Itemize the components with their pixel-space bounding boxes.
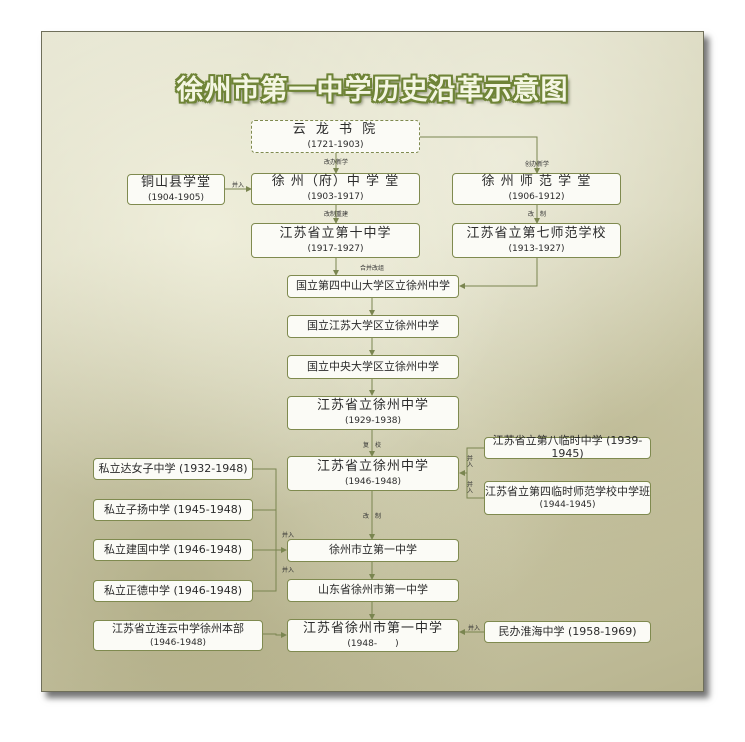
node-8th-temporary-middle: 江苏省立第八临时中学 (1939-1945) — [484, 434, 651, 460]
edge-label-chuangban: 创办新学 — [524, 161, 550, 168]
node-jiangsu-univ-school: 国立江苏大学区立徐州中学 — [287, 315, 459, 338]
node-lianyun-xuzhou-branch: 江苏省立连云中学徐州本部 (1946-1948) — [93, 620, 263, 651]
node-private-jianguo: 私立建国中学 (1946-1948) — [93, 539, 253, 561]
node-jiangsu-10th-middle: 江苏省立第十中学 (1917-1927) — [251, 223, 420, 258]
node-name: 江苏省徐州市第一中学 — [302, 620, 443, 636]
node-xuzhou-fu-school: 徐 州（府）中 学 堂 (1903-1917) — [251, 173, 420, 205]
node-years: (1946-1948) — [149, 637, 207, 648]
node-yunlong-academy: 云 龙 书 院 (1721-1903) — [251, 120, 420, 153]
edge-label-gaizhi-chongjian: 改制重建 — [323, 211, 349, 218]
node-name: 徐 州（府）中 学 堂 — [271, 174, 400, 190]
node-years: (1948- ) — [347, 638, 399, 649]
node-central-univ-school: 国立中央大学区立徐州中学 — [287, 355, 459, 379]
edge-label-bingru-huaihai: 并入 — [467, 625, 481, 632]
node-4th-temporary-normal: 江苏省立第四临时师范学校中学班 (1944-1945) — [484, 481, 651, 515]
node-tongshan-school: 铜山县学堂 (1904-1905) — [127, 174, 225, 205]
node-name: 国立江苏大学区立徐州中学 — [307, 319, 439, 333]
node-name: 徐州市立第一中学 — [329, 543, 417, 557]
node-minban-huaihai: 民办淮海中学 (1958-1969) — [484, 621, 651, 643]
node-name: 私立建国中学 (1946-1948) — [103, 542, 243, 556]
edge-label-bingru-private2: 并入 — [281, 567, 295, 574]
node-zhongshan-4th-univ-school: 国立第四中山大学区立徐州中学 — [287, 275, 459, 298]
edge-label-hebing: 合并改组 — [359, 265, 385, 272]
node-name: 民办淮海中学 (1958-1969) — [498, 624, 637, 638]
node-xuzhou-normal-school: 徐 州 师 范 学 堂 (1906-1912) — [452, 173, 621, 205]
node-name: 私立达女子中学 (1932-1948) — [98, 461, 248, 475]
node-jiangsu-7th-normal: 江苏省立第七师范学校 (1913-1927) — [452, 223, 621, 258]
node-years: (1906-1912) — [508, 192, 565, 203]
edge-label-gaiban: 改办新学 — [323, 159, 349, 166]
node-xuzhou-municipal-no1: 徐州市立第一中学 — [287, 539, 459, 562]
node-private-dada: 私立达女子中学 (1932-1948) — [93, 458, 253, 480]
node-jiangsu-xuzhou-1929: 江苏省立徐州中学 (1929-1938) — [287, 396, 459, 430]
connector-lines — [225, 136, 540, 638]
node-jiangsu-xuzhou-no1-final: 江苏省徐州市第一中学 (1948- ) — [287, 619, 459, 652]
node-name: 江苏省立第四临时师范学校中学班 — [485, 484, 650, 498]
node-years: (1913-1927) — [508, 243, 565, 254]
node-name: 江苏省立徐州中学 — [316, 458, 429, 474]
node-name: 徐 州 师 范 学 堂 — [481, 174, 592, 190]
node-name: 江苏省立连云中学徐州本部 — [112, 622, 244, 635]
node-name: 江苏省立第七师范学校 — [466, 225, 607, 241]
node-name: 江苏省立徐州中学 — [316, 398, 429, 414]
node-name: 铜山县学堂 — [140, 174, 211, 190]
node-years: (1903-1917) — [307, 192, 364, 203]
edge-label-gaizhi: 改 制 — [527, 211, 547, 218]
node-years: (1904-1905) — [147, 192, 205, 203]
node-name: 江苏省立第八临时中学 (1939-1945) — [492, 434, 643, 460]
chart-frame: 徐州市第一中学历史沿革示意图 — [41, 31, 704, 692]
node-private-ziyang: 私立子扬中学 (1945-1948) — [93, 499, 253, 521]
edge-label-bingru-private1: 并入 — [281, 532, 295, 539]
edge-label-bingru-lin8: 并入 — [465, 455, 473, 467]
node-name: 云 龙 书 院 — [292, 121, 379, 137]
edge-label-bingru-lin4: 并入 — [465, 481, 473, 493]
node-years: (1944-1945) — [539, 500, 596, 511]
edge-label-gaizhi2: 改 制 — [362, 513, 382, 520]
node-years: (1721-1903) — [307, 139, 364, 150]
node-years: (1946-1948) — [344, 476, 402, 487]
node-name: 私立子扬中学 (1945-1948) — [103, 502, 243, 516]
node-jiangsu-xuzhou-1946: 江苏省立徐州中学 (1946-1948) — [287, 456, 459, 491]
edge-label-bingru-tongshan: 并入 — [231, 182, 245, 189]
node-shandong-xuzhou-no1: 山东省徐州市第一中学 — [287, 579, 459, 602]
node-name: 私立正德中学 (1946-1948) — [103, 583, 243, 597]
node-years: (1929-1938) — [344, 416, 402, 427]
node-private-zhengde: 私立正德中学 (1946-1948) — [93, 580, 253, 602]
chart-title: 徐州市第一中学历史沿革示意图 — [176, 75, 569, 106]
node-name: 江苏省立第十中学 — [279, 225, 392, 241]
node-name: 山东省徐州市第一中学 — [318, 583, 428, 597]
node-name: 国立中央大学区立徐州中学 — [307, 359, 439, 373]
edge-label-fuxiao: 复 校 — [362, 442, 382, 449]
node-name: 国立第四中山大学区立徐州中学 — [296, 279, 450, 293]
node-years: (1917-1927) — [307, 243, 364, 254]
